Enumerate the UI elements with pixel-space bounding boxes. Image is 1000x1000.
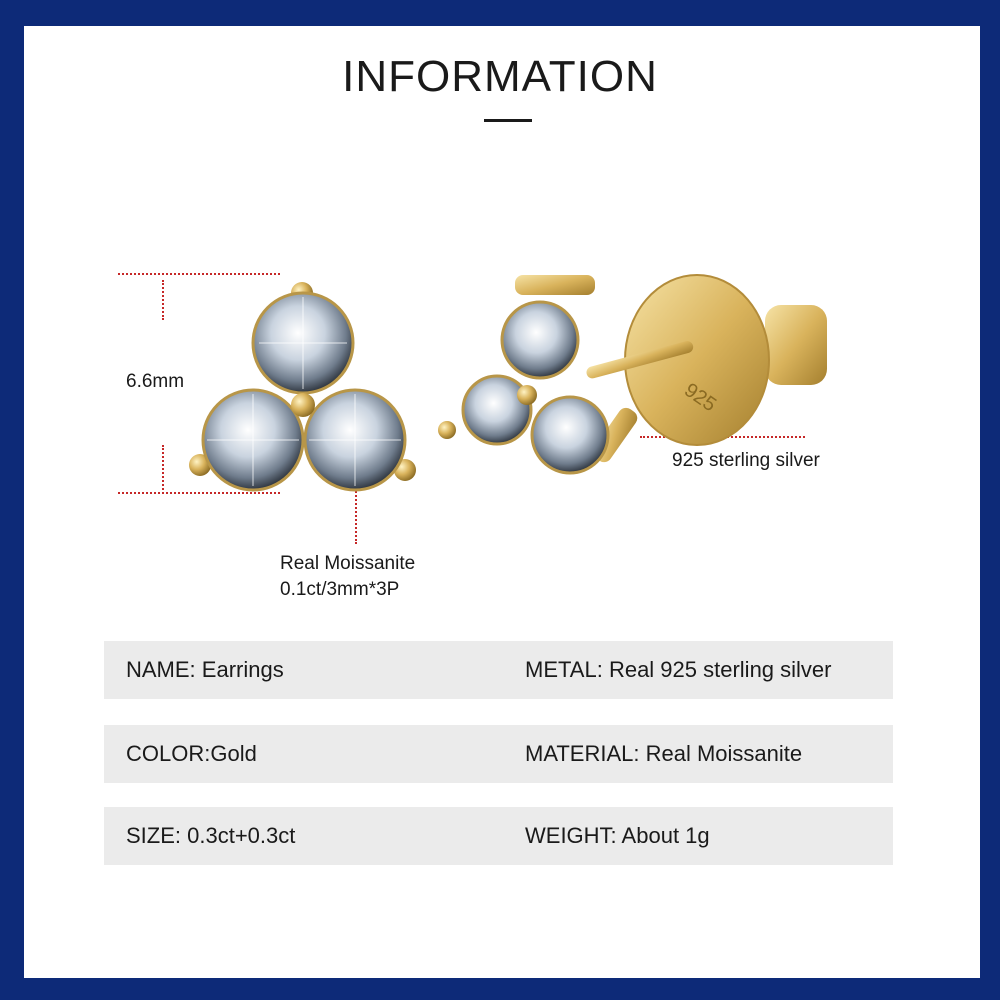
spec-weight: WEIGHT: About 1g <box>525 823 710 848</box>
metal-label: 925 sterling silver <box>672 450 820 471</box>
spec-row: SIZE: 0.3ct+0.3ct WEIGHT: About 1g <box>104 807 893 865</box>
dimension-line-bottom <box>118 492 280 494</box>
dimension-line-vertical-upper <box>162 280 164 320</box>
page-title: INFORMATION <box>342 52 658 101</box>
earring-front-image <box>189 282 416 492</box>
spec-size: SIZE: 0.3ct+0.3ct <box>126 823 296 848</box>
spec-row: COLOR:Gold MATERIAL: Real Moissanite <box>104 725 893 783</box>
stone-pointer-line <box>355 452 357 544</box>
spec-material: MATERIAL: Real Moissanite <box>525 741 803 766</box>
stone-label-1: Real Moissanite <box>280 553 416 574</box>
height-label: 6.6mm <box>126 371 185 392</box>
stone-label-2: 0.1ct/3mm*3P <box>280 579 400 600</box>
title-underline <box>484 119 532 122</box>
dimension-line-vertical-lower <box>162 445 164 490</box>
spec-color: COLOR:Gold <box>126 741 257 766</box>
earring-side-image: 925 <box>438 274 827 475</box>
spec-metal: METAL: Real 925 sterling silver <box>525 657 832 682</box>
dimension-line-top <box>118 273 280 275</box>
spec-row: NAME: Earrings METAL: Real 925 sterling … <box>104 641 893 699</box>
spec-name: NAME: Earrings <box>126 657 284 682</box>
